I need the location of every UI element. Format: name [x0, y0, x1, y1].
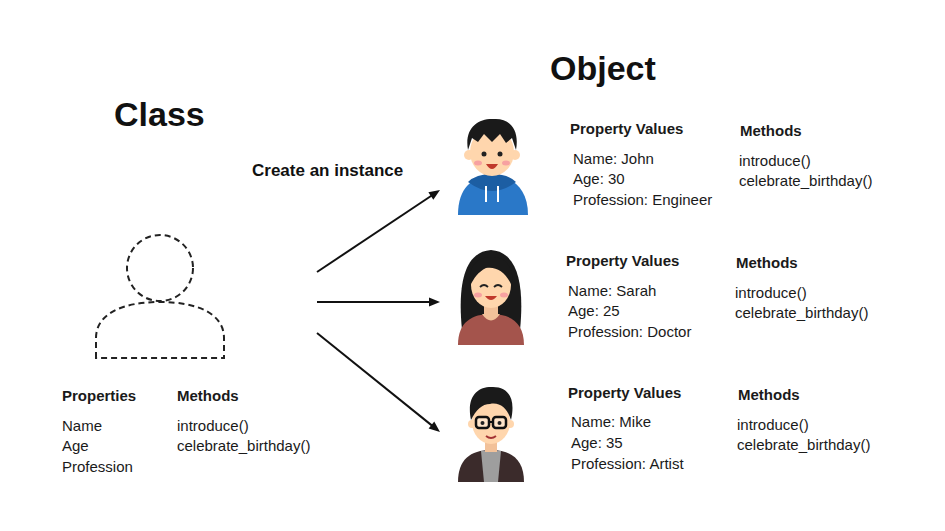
eye — [482, 152, 487, 157]
hair — [467, 119, 516, 150]
section-title: Methods — [740, 121, 802, 141]
shirt — [481, 451, 501, 482]
glasses-lens — [493, 417, 506, 428]
glasses-lens — [476, 417, 489, 428]
section-title: Methods — [177, 386, 239, 406]
method-item: introduce() — [737, 415, 809, 435]
class-node: PropertiesNameAgeProfession Methods introd… — [55, 228, 317, 481]
hood-string — [485, 186, 487, 202]
top — [458, 314, 524, 345]
method-item: celebrate_birthday() — [177, 436, 310, 456]
bangs — [470, 257, 513, 286]
method-item: introduce() — [735, 283, 807, 303]
eye — [480, 285, 488, 287]
hair — [470, 387, 513, 420]
figure-head — [127, 235, 193, 301]
arrow-line — [317, 301, 431, 303]
hood-string — [497, 186, 499, 202]
instance-arrow — [317, 333, 440, 432]
method-item: introduce() — [739, 151, 811, 171]
property-item: Profession: Doctor — [568, 322, 691, 342]
class-figure — [96, 235, 224, 358]
object-node: Property ValuesName: JohnAge: 30Professi… — [440, 112, 880, 218]
arrowhead — [429, 298, 440, 307]
arrow-caption: Create an instance — [252, 161, 403, 181]
instance-arrow — [317, 190, 440, 272]
section-heading: Class — [114, 94, 205, 135]
blush — [500, 293, 508, 298]
section-title: Property Values — [570, 119, 683, 139]
eye — [498, 152, 503, 157]
arrow-line — [317, 333, 433, 426]
section-title: Property Values — [566, 251, 679, 271]
object-node: Property ValuesName: MikeAge: 35Professi… — [440, 376, 880, 484]
jacket — [458, 450, 524, 482]
method-item: introduce() — [177, 416, 249, 436]
blush — [474, 293, 482, 298]
instance-arrow — [317, 298, 440, 307]
method-item: celebrate_birthday() — [739, 171, 872, 191]
arrowhead — [428, 190, 440, 200]
section-title: Methods — [736, 253, 798, 273]
section-title: Methods — [738, 385, 800, 405]
property-item: Name — [62, 416, 102, 436]
property-item: Name: Sarah — [568, 281, 656, 301]
blush — [474, 161, 482, 166]
property-item: Age — [62, 436, 89, 456]
property-item: Age: 30 — [573, 169, 625, 189]
eye — [481, 421, 485, 425]
property-item: Profession — [62, 457, 133, 477]
section-heading: Object — [550, 48, 656, 89]
property-item: Name: John — [573, 149, 654, 169]
section-title: Properties — [62, 386, 136, 406]
method-item: celebrate_birthday() — [737, 435, 870, 455]
property-item: Age: 25 — [568, 301, 620, 321]
property-item: Name: Mike — [571, 412, 651, 432]
object-node: Property ValuesName: SarahAge: 25Profess… — [440, 244, 880, 348]
hood-collar — [468, 174, 516, 191]
hair-back — [461, 250, 522, 330]
mouth — [485, 296, 497, 300]
mouth — [486, 436, 496, 438]
method-item: celebrate_birthday() — [735, 303, 868, 323]
eye — [498, 421, 502, 425]
eye — [494, 285, 502, 287]
avatar-sarah — [458, 250, 524, 345]
arrow-line — [317, 195, 433, 272]
property-item: Profession: Engineer — [573, 190, 712, 210]
property-item: Age: 35 — [571, 433, 623, 453]
avatar-john — [458, 119, 528, 215]
property-item: Profession: Artist — [571, 454, 684, 474]
avatar-mike — [458, 387, 524, 482]
glasses-bridge — [489, 421, 493, 423]
mouth — [486, 164, 498, 169]
neckline — [482, 314, 500, 321]
arrowhead — [429, 422, 440, 432]
figure-body — [96, 302, 224, 358]
blush — [502, 161, 510, 166]
section-title: Property Values — [568, 383, 681, 403]
